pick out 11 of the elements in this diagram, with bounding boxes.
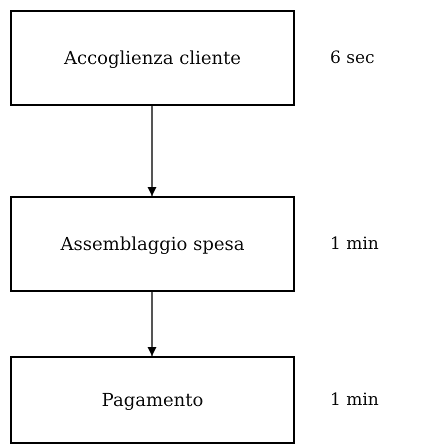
step-label: Assemblaggio spesa xyxy=(60,234,244,254)
process-box xyxy=(10,356,295,444)
step-label: Accoglienza cliente xyxy=(64,48,241,68)
duration-label: 1 min xyxy=(330,390,379,410)
process-box xyxy=(10,10,295,106)
arrow xyxy=(147,292,157,356)
duration-label: 1 min xyxy=(330,234,379,254)
arrow xyxy=(147,106,157,196)
step-label: Pagamento xyxy=(102,390,204,410)
process-box xyxy=(10,196,295,292)
duration-label: 6 sec xyxy=(330,48,375,68)
